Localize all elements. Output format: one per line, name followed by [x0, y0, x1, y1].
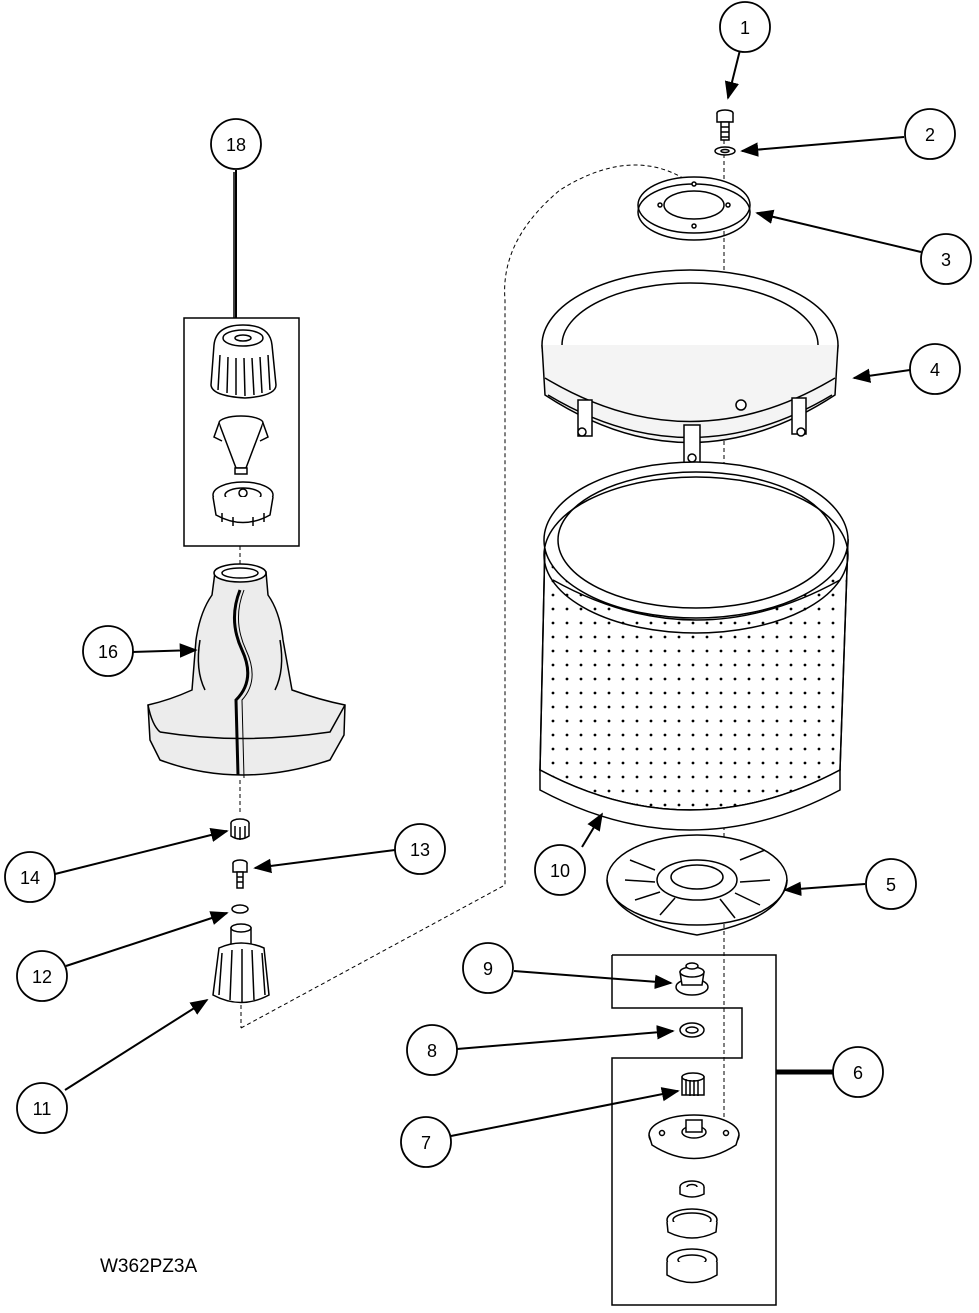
callout-number: 7	[421, 1133, 431, 1153]
bearing-part	[679, 1022, 705, 1038]
callout-number: 3	[941, 250, 951, 270]
seal-part	[675, 962, 709, 996]
agitator-part	[147, 563, 346, 779]
callout-1: 1	[719, 1, 771, 53]
agitator-drive-part	[212, 923, 270, 1004]
washer-part	[231, 904, 249, 914]
bolt-part	[232, 859, 248, 889]
callout-13: 13	[394, 823, 446, 875]
agitator-cap-kit-box	[183, 172, 300, 547]
lower-seal-parts	[666, 1180, 718, 1284]
callout-9: 9	[462, 942, 514, 994]
hub-ring-part	[637, 176, 751, 241]
callout-number: 12	[32, 967, 52, 987]
agitator-cap-part	[210, 324, 277, 399]
callout-14: 14	[4, 851, 56, 903]
callout-3: 3	[920, 233, 972, 285]
callout-16: 16	[82, 625, 134, 677]
callout-number: 16	[98, 642, 118, 662]
callout-number: 2	[925, 125, 935, 145]
callout-number: 13	[410, 840, 430, 860]
callout-8: 8	[406, 1024, 458, 1076]
basket-hub-part	[606, 834, 788, 936]
callout-18: 18	[210, 118, 262, 170]
callout-number: 6	[853, 1063, 863, 1083]
callout-number: 1	[740, 18, 750, 38]
callout-number: 9	[483, 959, 493, 979]
callout-number: 18	[226, 135, 246, 155]
nut-part	[230, 818, 250, 840]
balance-ring-part	[541, 269, 839, 464]
spin-basket-part	[539, 461, 849, 831]
hub-washer-part	[714, 146, 736, 156]
callout-number: 5	[886, 875, 896, 895]
hub-bolt-part	[716, 109, 734, 141]
callout-number: 10	[550, 861, 570, 881]
leader-lines	[54, 49, 922, 1137]
callout-11: 11	[16, 1082, 68, 1134]
callout-number: 4	[930, 360, 940, 380]
callout-10: 10	[534, 844, 586, 896]
dispenser-funnel-part	[213, 415, 269, 475]
diagram-code: W362PZ3A	[100, 1256, 198, 1277]
callout-7: 7	[400, 1116, 452, 1168]
callout-2: 2	[904, 108, 956, 160]
callout-12: 12	[16, 950, 68, 1002]
callout-number: 8	[427, 1041, 437, 1061]
callout-5: 5	[865, 858, 917, 910]
callout-number: 14	[20, 868, 40, 888]
drive-bearing-part	[648, 1072, 740, 1160]
callout-4: 4	[909, 343, 961, 395]
callout-number: 11	[33, 1099, 52, 1119]
dispenser-base-part	[212, 481, 274, 526]
callout-6: 6	[832, 1046, 884, 1098]
